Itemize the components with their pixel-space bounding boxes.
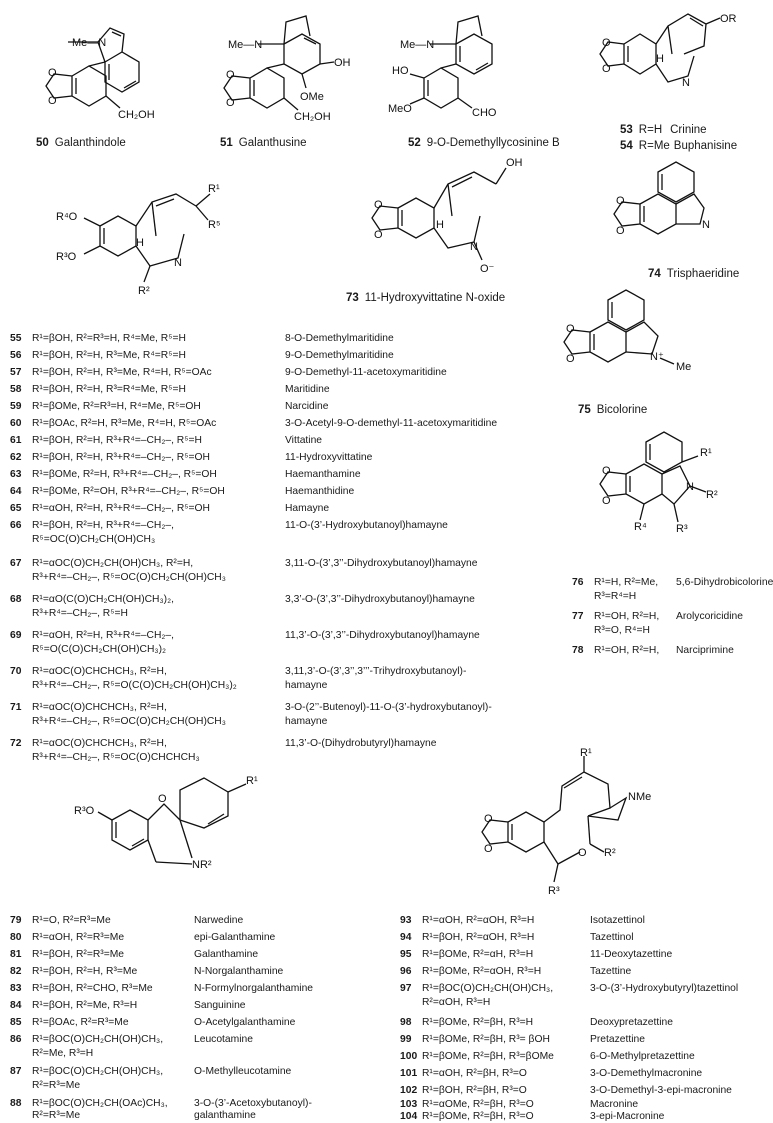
structure-52: Me—N HO MeO CHO <box>388 15 497 119</box>
structure-55-72-scaffold: R¹ R⁵ H N R⁴O R³O R² <box>56 183 221 297</box>
atom-label: O <box>578 847 587 859</box>
structure-93-104: R¹ NMe O R² R³ O O <box>481 747 651 897</box>
atom-label: R³ <box>676 523 688 535</box>
atom-label: O <box>602 63 611 75</box>
atom-label: O <box>616 225 625 237</box>
atom-label: OMe <box>300 91 324 103</box>
atom-label: O <box>226 69 235 81</box>
atom-label: N <box>682 77 690 89</box>
atom-label: OR <box>720 13 737 25</box>
atom-label: N <box>470 241 478 253</box>
atom-label: R³O <box>56 251 77 263</box>
atom-label: OH <box>506 157 523 169</box>
atom-label: CH₂OH <box>294 111 331 123</box>
atom-label: R² <box>138 285 150 297</box>
atom-label: O <box>602 495 611 507</box>
structure-50-galanthindole: Me—N O O CH₂OH <box>45 27 155 121</box>
atom-label: R² <box>706 489 718 501</box>
atom-label: H <box>136 237 144 249</box>
structure-53-crinine: OR H N O O <box>599 13 737 89</box>
atom-label: HO <box>392 65 409 77</box>
atom-label: O <box>616 195 625 207</box>
atom-label: H <box>656 53 664 65</box>
atom-label: CH₂OH <box>118 109 155 121</box>
atom-label: O <box>158 793 167 805</box>
atom-label: O <box>226 97 235 109</box>
atom-label: CHO <box>472 107 497 119</box>
structure-51-galanthusine: Me—N OH OMe O O CH₂OH <box>223 15 351 123</box>
atom-label: OH <box>334 57 351 69</box>
atom-label: R¹ <box>208 183 220 195</box>
atom-label: R³ <box>548 885 560 897</box>
atom-label: O <box>374 229 383 241</box>
atom-label: O <box>374 199 383 211</box>
atom-label: R¹ <box>580 747 592 759</box>
atom-label: N⁺ <box>650 351 664 363</box>
atom-label: O <box>602 465 611 477</box>
atom-label: R⁴ <box>634 521 647 533</box>
atom-label: O <box>566 323 575 335</box>
atom-label: H <box>436 219 444 231</box>
structure-76-78: R¹ N R² R³ R⁴ O O <box>599 431 718 535</box>
atom-label: NR² <box>192 859 212 871</box>
atom-label: NMe <box>628 791 651 803</box>
atom-label: R² <box>604 847 616 859</box>
atom-label: O <box>484 843 493 855</box>
atom-label: O <box>48 95 57 107</box>
atom-label: Me—N <box>400 39 434 51</box>
atom-label: O <box>484 813 493 825</box>
atom-label: O <box>566 353 575 365</box>
atom-label: R¹ <box>246 775 258 787</box>
structure-74: N O O <box>613 161 710 237</box>
atom-label: N <box>702 219 710 231</box>
atom-label: MeO <box>388 103 412 115</box>
atom-label: O⁻ <box>480 263 495 275</box>
atom-label: R⁵ <box>208 219 221 231</box>
atom-label: N <box>174 257 182 269</box>
atom-label: R¹ <box>700 447 712 459</box>
atom-label: R³O <box>74 805 95 817</box>
structure-75: N⁺ Me O O <box>563 289 691 373</box>
structure-79-88: O R¹ R³O NR² <box>74 775 258 871</box>
atom-label: O <box>602 37 611 49</box>
atom-label: O <box>48 67 57 79</box>
atom-label: Me—N <box>228 39 262 51</box>
structure-73: OH H N O⁻ O O <box>371 157 523 275</box>
atom-label: R⁴O <box>56 211 78 223</box>
atom-label: Me <box>676 361 691 373</box>
atom-label: N <box>686 481 694 493</box>
atom-label: Me—N <box>72 37 106 49</box>
